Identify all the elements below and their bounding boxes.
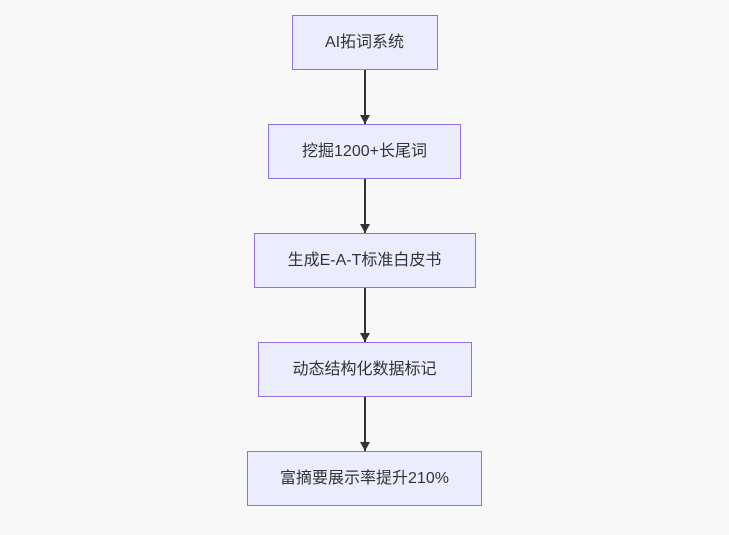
flow-node-label: 动态结构化数据标记 <box>292 360 437 378</box>
arrow-down-icon <box>359 333 370 342</box>
flow-edge-2 <box>359 179 370 233</box>
arrow-down-icon <box>359 224 370 233</box>
arrow-down-icon <box>359 115 370 124</box>
flow-node-label: 富摘要展示率提升210% <box>280 469 449 487</box>
flow-node-label: 挖掘1200+长尾词 <box>302 142 427 160</box>
flow-node-label: 生成E-A-T标准白皮书 <box>287 251 442 269</box>
flow-edge-3 <box>359 288 370 342</box>
flow-node-ai-system: AI拓词系统 <box>291 15 438 70</box>
flow-node-rich-snippet-result: 富摘要展示率提升210% <box>247 451 482 506</box>
flow-node-label: AI拓词系统 <box>324 33 405 51</box>
flow-node-longtail-words: 挖掘1200+长尾词 <box>268 124 461 179</box>
flow-node-eat-whitepaper: 生成E-A-T标准白皮书 <box>253 233 476 288</box>
flow-node-structured-data: 动态结构化数据标记 <box>257 342 472 397</box>
flow-edge-1 <box>359 70 370 124</box>
flow-edge-4 <box>359 397 370 451</box>
arrow-down-icon <box>359 442 370 451</box>
flowchart: AI拓词系统 挖掘1200+长尾词 生成E-A-T标准白皮书 动态结构化数据标记… <box>0 15 729 506</box>
